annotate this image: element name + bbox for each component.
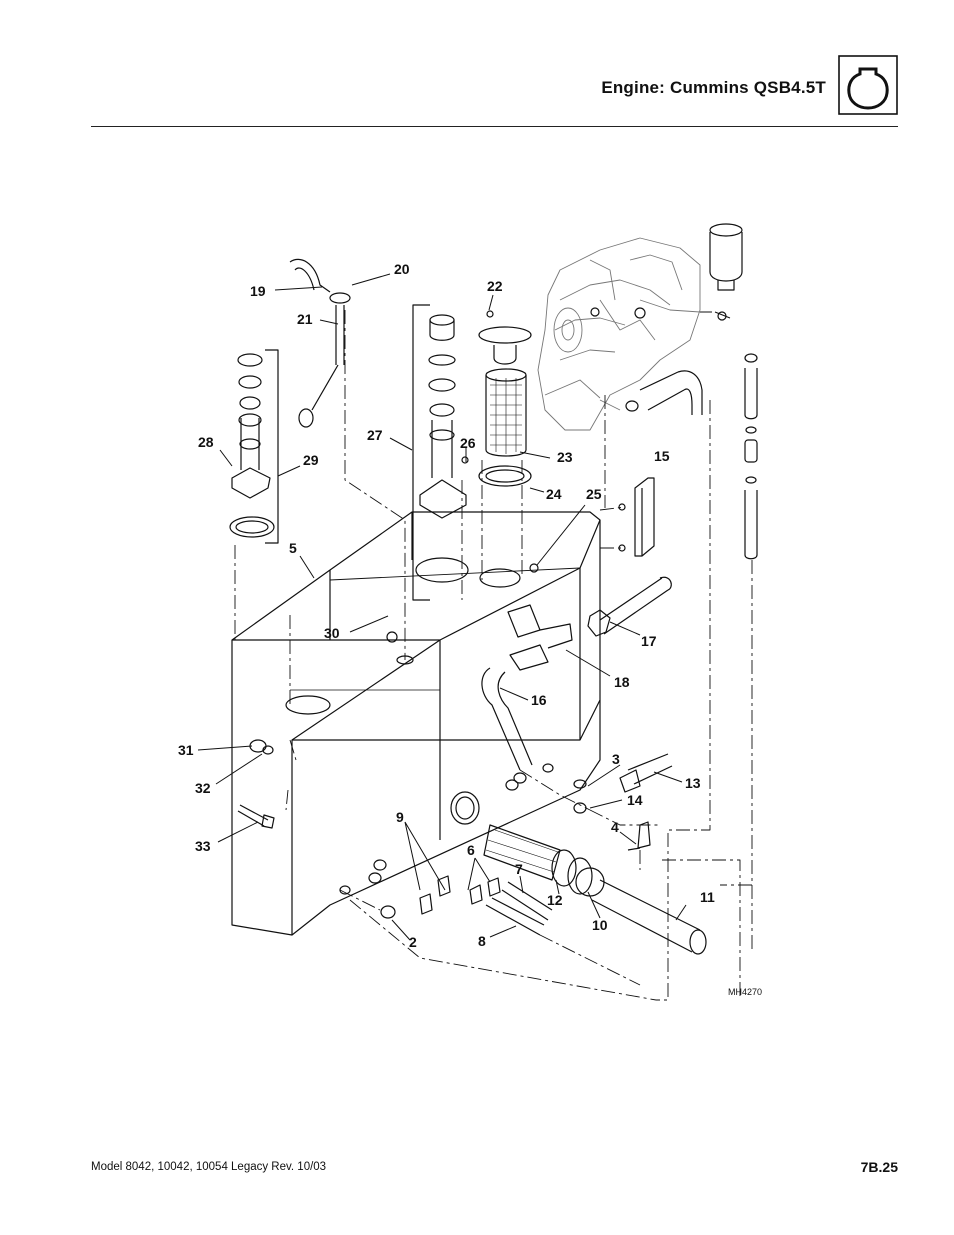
page-title: Engine: Cummins QSB4.5T — [601, 78, 826, 97]
page-number: 7B.25 — [860, 1159, 898, 1175]
callout-2: 2 — [409, 934, 417, 950]
callout-5: 5 — [289, 540, 297, 556]
engine-illustration — [537, 237, 701, 431]
mounting-bracket — [618, 477, 655, 557]
callout-3: 3 — [612, 751, 620, 767]
callout-6: 6 — [467, 842, 475, 858]
sending-unit-float — [289, 258, 351, 428]
callout-21: 21 — [297, 311, 313, 327]
return-line-fittings — [481, 576, 672, 771]
callout-12: 12 — [547, 892, 563, 908]
right-fuel-line — [744, 353, 758, 560]
callout-28: 28 — [198, 434, 214, 450]
callout-29: 29 — [303, 452, 319, 468]
callout-20: 20 — [394, 261, 410, 277]
callout-14: 14 — [627, 792, 643, 808]
callout-32: 32 — [195, 780, 211, 796]
short-hose — [639, 371, 685, 411]
callout-31: 31 — [178, 742, 194, 758]
callout-leaders — [197, 273, 687, 941]
lower-fittings — [237, 739, 707, 955]
callout-17: 17 — [641, 633, 657, 649]
callout-24: 24 — [546, 486, 562, 502]
callout-16: 16 — [531, 692, 547, 708]
callout-22: 22 — [487, 278, 503, 294]
header-divider — [91, 126, 898, 127]
figure-code: MH4270 — [728, 987, 762, 997]
callout-7: 7 — [515, 861, 523, 877]
callout-23: 23 — [557, 449, 573, 465]
callout-10: 10 — [592, 917, 608, 933]
assembly-lines — [234, 310, 753, 1001]
callout-8: 8 — [478, 933, 486, 949]
callout-9: 9 — [396, 809, 404, 825]
callout-19: 19 — [250, 283, 266, 299]
strainer-assembly — [461, 310, 539, 573]
fuel-filter-canister — [709, 223, 743, 291]
callout-26: 26 — [460, 435, 476, 451]
callout-4: 4 — [611, 819, 619, 835]
callout-13: 13 — [685, 775, 701, 791]
callout-30: 30 — [324, 625, 340, 641]
callout-25: 25 — [586, 486, 602, 502]
callout-numbers: 2 3 4 5 6 7 8 9 10 11 12 13 14 15 16 17 … — [178, 261, 762, 997]
engine-icon — [838, 55, 898, 115]
callout-18: 18 — [614, 674, 630, 690]
filler-neck-assembly — [412, 304, 467, 601]
footer-model-revision: Model 8042, 10042, 10054 Legacy Rev. 10/… — [91, 1161, 327, 1173]
sender-assembly-left — [229, 349, 279, 544]
callout-11: 11 — [700, 889, 715, 905]
callout-27: 27 — [367, 427, 383, 443]
callout-15: 15 — [654, 448, 670, 464]
callout-33: 33 — [195, 838, 211, 854]
